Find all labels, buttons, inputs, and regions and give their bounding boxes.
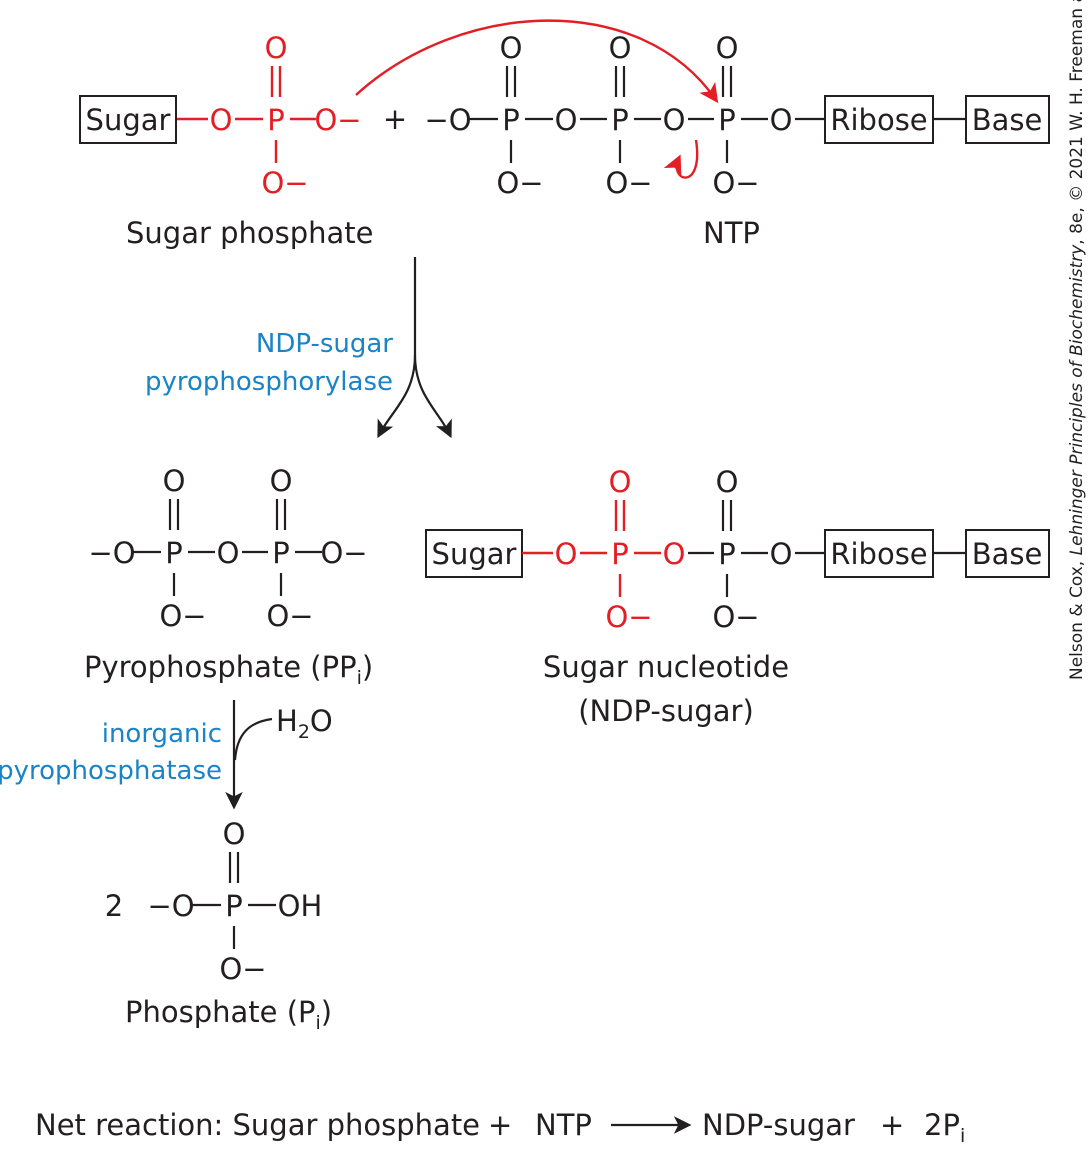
phosphorus-atom: P [718,103,736,137]
phosphorus-atom: P [225,889,243,923]
oxygen-anion: O− [266,599,313,633]
sugar-phosphate-name: Sugar phosphate [126,216,374,250]
oxygen-anion: −O [424,103,471,137]
base-label: Base [972,103,1043,137]
plus-sign: + [488,1108,512,1142]
oxygen-anion: O− [261,166,308,200]
oxygen-atom: O [770,537,793,571]
base-box [965,95,1050,144]
oxygen-atom: O [270,464,293,498]
pyrophosphate-structure: −O P O O− O P O O− O− Pyrophosphate (PPi… [84,464,373,689]
phosphorus-atom: P [502,103,520,137]
enzyme-name-line1: NDP-sugar [256,329,393,359]
plus-sign: + [880,1108,904,1142]
oxygen-atom: O [555,103,578,137]
copyright-credit: Nelson & Cox, Lehninger Principles of Bi… [1067,0,1087,680]
oxygen-atom: O [500,31,523,65]
ntp-structure: −O P O O− O P O O− O P O O− O Ribose Bas… [424,31,1050,250]
sugar-phosphate-structure: Sugar O P O O− O− Sugar phosphate [79,31,374,250]
phosphate-name: Phosphate (Pi) [125,995,332,1034]
base-box [965,529,1050,578]
net-reaction-ntp: NTP [535,1108,592,1142]
oxygen-atom: O [210,103,233,137]
oxygen-atom: O [663,537,686,571]
oxygen-atom: O [663,103,686,137]
phosphate-structure: 2 −O P O O− OH Phosphate (Pi) [105,817,332,1034]
sugar-box [79,95,177,144]
oxygen-atom: O [716,465,739,499]
oxygen-atom: O [223,817,246,851]
oxygen-atom: O [217,536,240,570]
ribose-box [824,95,934,144]
oxygen-anion: O− [605,166,652,200]
enzyme-name-line1: inorganic [102,719,222,749]
net-reaction-product: NDP-sugar [702,1108,855,1142]
oxygen-anion: O− [605,600,652,634]
phosphorus-atom: P [267,103,285,137]
sugar-nucleotide-structure: Sugar O P O O− O P O O− O Ribose Base Su… [425,465,1050,728]
pyrophosphate-name: Pyrophosphate (PPi) [84,650,373,689]
oxygen-atom: O [716,31,739,65]
hydroxyl-group: OH [278,889,323,923]
oxygen-atom: O [555,537,578,571]
sugar-nucleotide-name: Sugar nucleotide [543,650,789,684]
oxygen-anion: −O [147,889,194,923]
oxygen-anion: O− [496,166,543,200]
oxygen-atom: O [770,103,793,137]
enzyme-name-line2: pyrophosphatase [0,756,222,786]
oxygen-atom: O [609,465,632,499]
oxygen-atom: O [163,464,186,498]
coefficient: 2 [105,889,123,923]
oxygen-atom: O [265,31,288,65]
sugar-label: Sugar [432,537,517,571]
bond-cleavage-arrow [663,139,699,179]
phosphorus-atom: P [272,536,290,570]
phosphorus-atom: P [165,536,183,570]
reaction-arrow-1 [377,257,452,439]
net-reaction-phosphate: 2Pi [924,1108,965,1147]
oxygen-anion: O− [712,600,759,634]
water-label: H2O [276,704,333,743]
ntp-name: NTP [703,216,760,250]
ribose-label: Ribose [830,537,927,571]
phosphorus-atom: P [611,103,629,137]
base-label: Base [972,537,1043,571]
sugar-box [425,529,523,578]
phosphorus-atom: P [718,537,736,571]
oxygen-anion: O− [159,599,206,633]
oxygen-anion: O− [314,103,361,137]
net-reaction: Net reaction: Sugar phosphate + NTP NDP-… [35,1108,965,1147]
oxygen-anion: O− [320,536,367,570]
phosphorus-atom: P [611,537,629,571]
oxygen-anion: O− [712,166,759,200]
plus-sign: + [383,102,407,136]
sugar-label: Sugar [86,103,171,137]
enzyme-name-line2: pyrophosphorylase [145,367,393,397]
oxygen-atom: O [609,31,632,65]
oxygen-anion: O− [219,952,266,986]
reaction-arrow-2 [225,700,273,810]
sugar-nucleotide-abbrev: (NDP-sugar) [578,694,754,728]
net-reaction-reactants: Net reaction: Sugar phosphate [35,1108,480,1142]
oxygen-anion: −O [88,536,135,570]
nucleophilic-attack-arrow [355,19,719,104]
ribose-label: Ribose [830,103,927,137]
